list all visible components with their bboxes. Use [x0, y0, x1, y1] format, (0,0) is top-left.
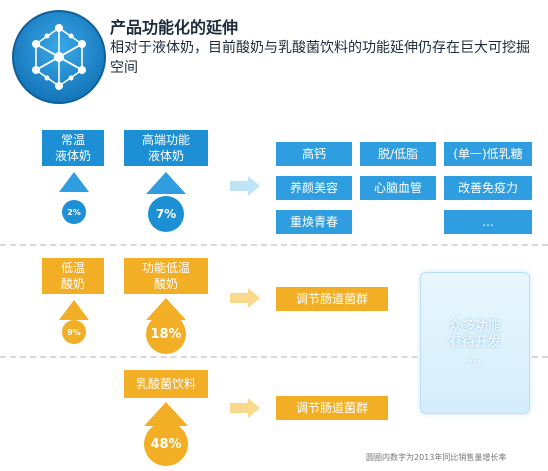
row-divider: [0, 356, 548, 358]
network-logo-icon: [12, 10, 106, 104]
product-box-ambient-liquid-milk: 常温 液体奶: [42, 130, 104, 166]
right-arrow-icon: [230, 176, 260, 196]
row-divider: [0, 244, 548, 246]
product-label-line2: 液体奶: [147, 149, 184, 163]
function-box: 养颜美容: [276, 176, 352, 200]
up-arrow-icon: [146, 298, 186, 320]
page-title: 产品功能化的延伸: [110, 18, 239, 37]
function-box: 心脑血管: [360, 176, 436, 200]
function-box: 改善免疫力: [444, 176, 532, 200]
growth-circle-7: 7%: [148, 196, 184, 232]
product-label-line1: 常温: [60, 133, 85, 147]
product-label-line2: 酸奶: [153, 277, 178, 291]
more-box-line2: 有待开发: [448, 335, 501, 350]
more-box-line3: ...: [468, 351, 482, 366]
product-label-line1: 高端功能: [141, 133, 190, 147]
up-arrow-icon: [144, 402, 188, 426]
product-label-line1: 功能低温: [141, 261, 190, 275]
growth-circle-48: 48%: [144, 422, 188, 466]
more-box-line1: 众多功能: [448, 319, 501, 334]
page-subtitle: 相对于液体奶，目前酸奶与乳酸菌饮料的功能延伸仍存在巨大可挖掘空间: [110, 40, 530, 76]
product-box-premium-liquid-milk: 高端功能 液体奶: [124, 130, 208, 166]
function-box: 调节肠道菌群: [276, 287, 388, 311]
function-box: (单一)低乳糖: [444, 142, 532, 166]
function-box: 重焕青春: [276, 210, 352, 234]
growth-circle-2: 2%: [62, 200, 86, 224]
function-box: 调节肠道菌群: [276, 396, 388, 420]
more-functions-box: 众多功能 有待开发 ...: [420, 272, 530, 414]
product-box-functional-chilled-yogurt: 功能低温 酸奶: [124, 258, 208, 294]
right-arrow-icon: [230, 288, 260, 308]
product-box-chilled-yogurt: 低温 酸奶: [42, 258, 104, 294]
growth-circle-18: 18%: [146, 314, 186, 354]
function-box: 脱/低脂: [360, 142, 436, 166]
product-box-lactobacillus-drink: 乳酸菌饮料: [124, 370, 208, 398]
product-label-line1: 低温: [60, 261, 85, 275]
right-arrow-icon: [230, 398, 260, 418]
function-box-more: ...: [444, 210, 532, 234]
function-box: 高钙: [276, 142, 352, 166]
product-label-line2: 酸奶: [60, 277, 85, 291]
up-arrow-icon: [146, 172, 186, 194]
up-arrow-icon: [59, 172, 89, 192]
footnote: 圆圈内数字为2013年同比销售量增长率: [366, 453, 507, 462]
up-arrow-icon: [59, 300, 89, 320]
growth-circle-9: 9%: [62, 320, 86, 344]
product-label-line2: 液体奶: [54, 149, 91, 163]
